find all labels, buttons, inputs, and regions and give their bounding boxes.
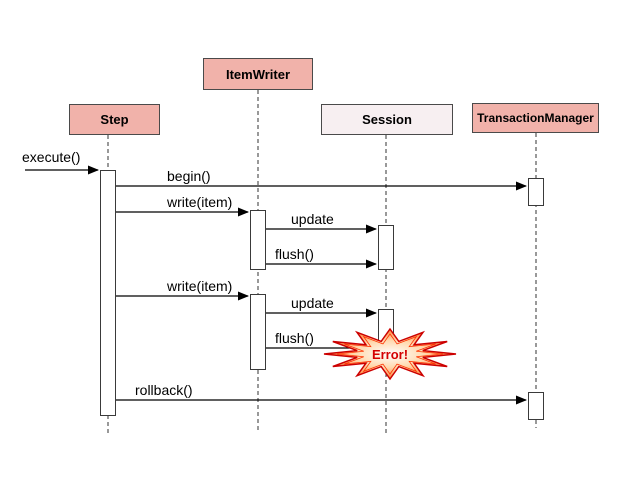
activation-itemwriter-1: [250, 210, 266, 270]
message-label-update-2: update: [291, 295, 334, 311]
participant-transactionmanager-label: TransactionManager: [477, 111, 594, 125]
participant-transactionmanager: TransactionManager: [472, 103, 599, 133]
activation-transactionmanager-rollback: [528, 392, 544, 420]
message-label-write-2: write(item): [167, 278, 233, 294]
participant-session-label: Session: [362, 112, 412, 127]
message-label-rollback: rollback(): [135, 382, 193, 398]
activation-itemwriter-2: [250, 294, 266, 370]
participant-itemwriter-label: ItemWriter: [225, 66, 291, 82]
activation-step: [100, 170, 116, 416]
message-label-flush-2: flush(): [275, 330, 314, 346]
participant-itemwriter: ItemWriter: [203, 58, 313, 90]
participant-session: Session: [321, 104, 453, 135]
participant-step-label: Step: [100, 112, 129, 127]
message-label-flush-1: flush(): [275, 246, 314, 262]
message-label-execute: execute(): [22, 149, 81, 165]
activation-transactionmanager-begin: [528, 178, 544, 206]
activation-session-1: [378, 225, 394, 270]
activation-session-2: [378, 309, 394, 355]
error-burst-inner: [337, 333, 443, 375]
message-label-begin: begin(): [167, 168, 211, 184]
message-label-update-1: update: [291, 211, 334, 227]
error-burst-icon: Error!: [323, 327, 457, 381]
participant-step: Step: [69, 104, 160, 135]
message-label-write-1: write(item): [167, 194, 233, 210]
error-burst-outer: [323, 327, 457, 381]
error-label: Error!: [372, 347, 408, 362]
